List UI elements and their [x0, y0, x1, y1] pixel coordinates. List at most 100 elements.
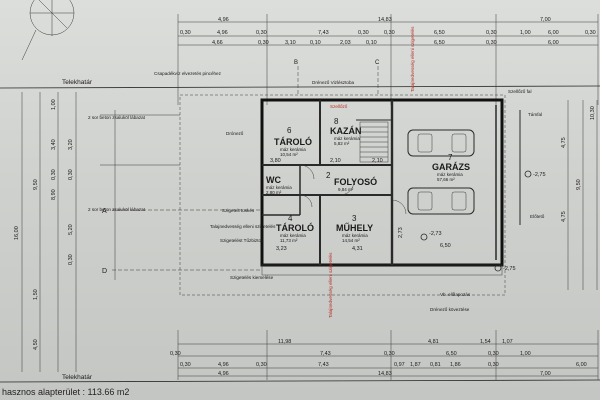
note-beton-1: 2 sor beton zsaluköl lábazat — [88, 115, 146, 120]
room-folyoso: 2 FOLYOSÓ 9,84 m² — [326, 171, 377, 192]
room-number: 6 — [287, 126, 292, 135]
dim-bot-3-1: 4,96 — [218, 362, 229, 368]
dim-left-0: 16,00 — [14, 226, 20, 240]
dim-left-7: 8,90 — [51, 189, 57, 200]
room-kazan: 8 KAZÁN máz kerámia 5,82 m² — [330, 117, 362, 146]
dim-top-1a: 4,96 — [218, 17, 229, 23]
note-szellozo: Szellőző — [330, 104, 348, 109]
left-dimensions — [21, 92, 77, 372]
dim-right-3: 10,30 — [590, 106, 596, 120]
dim-top-3-6: 6,50 — [434, 40, 445, 46]
room-name: TÁROLÓ — [276, 222, 314, 233]
room-finish: máz kerámia — [280, 147, 306, 152]
dim-right-0: 4,75 — [561, 137, 567, 148]
note-vb-ellapozas: Vb. előlapozás — [440, 292, 471, 297]
room-area: 2,80 m² — [266, 190, 282, 195]
boundary-label-top: Telekhatár — [62, 79, 93, 86]
dim-bot-2-5: 1,00 — [520, 351, 531, 357]
bottom-dimensions — [177, 330, 599, 380]
dim-bot-3-9: 6,00 — [576, 362, 587, 368]
door-swings — [299, 164, 407, 215]
dim-top-2-8: 0,30 — [486, 30, 497, 36]
room-garazs: 7 GARÁZS máz kerámia 57,66 m² — [432, 153, 470, 182]
dim-left-9: 0,30 — [68, 169, 74, 180]
foundation-strip — [261, 264, 503, 276]
level-label-1: -2,75 — [533, 172, 546, 178]
dim-bot-3-5: 1,87 — [410, 362, 421, 368]
dim-top-3-1: 0,30 — [258, 40, 269, 46]
inner-dim-2: 3,80 — [270, 158, 281, 164]
dim-bot-2-2: 0,30 — [384, 351, 395, 357]
dim-top-2-0: 0,30 — [180, 30, 191, 36]
room-number: 4 — [288, 214, 293, 223]
dim-left-6: 0,30 — [51, 169, 57, 180]
note-szerkezet-2: Talajnedvesség elleni szigetelés — [210, 224, 276, 229]
dim-top-2-2: 0,30 — [256, 30, 267, 36]
dim-left-2: 4,50 — [33, 339, 39, 350]
room-name: MŰHELY — [336, 222, 373, 233]
note-beton-2: 2 sor beton zsaluköl lábazat — [88, 207, 146, 212]
north-arrow-icon — [21, 0, 75, 61]
note-tamfal: Támfal — [528, 112, 542, 117]
inner-dim-0: 2,10 — [330, 158, 341, 164]
room-number: 8 — [334, 117, 339, 126]
room-area: 9,84 m² — [338, 187, 354, 192]
dim-bot-1-1: 4,81 — [428, 339, 439, 345]
level-marker-icon — [420, 170, 532, 272]
dim-bot-2-0: 0,30 — [170, 351, 181, 357]
dim-top-2-1: 4,96 — [217, 30, 228, 36]
dim-left-10: 5,20 — [68, 224, 74, 235]
axis-b-label: B — [294, 60, 298, 66]
dim-top-3-7: 0,30 — [486, 40, 497, 46]
dim-bot-3-7: 1,86 — [450, 362, 461, 368]
dim-bot-2-3: 6,50 — [446, 351, 457, 357]
note-kiemeles: Szigetelés kiemelése — [230, 275, 274, 280]
room-finish: máz kerámia — [342, 233, 368, 238]
room-number: 7 — [448, 153, 453, 162]
note-szellozo-right: Szellőző fal — [508, 89, 532, 94]
note-dronezo-top: Drénező Vizlésztoba — [312, 80, 354, 85]
room-finish: máz kerámia — [266, 185, 292, 190]
axis-d-label: D — [102, 268, 107, 275]
inner-dim-1: 2,10 — [372, 158, 383, 164]
room-name: WC — [266, 175, 281, 185]
room-area: 57,66 m² — [437, 177, 455, 182]
area-label: hasznos alapterület : 113.66 m2 — [2, 387, 130, 397]
inner-dim-6: 2,73 — [398, 227, 404, 238]
boundary-label-bottom: Telekhatár — [62, 374, 93, 381]
room-taroló-4: 4 TÁROLÓ máz kerámia 11,73 m² — [276, 214, 314, 243]
dim-bot-3-4: 0,97 — [394, 362, 405, 368]
dim-top-2-11: 0,30 — [585, 30, 596, 36]
stair-symbol — [359, 121, 389, 163]
room-area: 14,54 m² — [342, 238, 360, 243]
room-area: 11,73 m² — [280, 238, 298, 243]
dim-bot-3-8: 0,30 — [488, 362, 499, 368]
right-dimensions — [567, 100, 598, 290]
dim-bot-2-1: 7,43 — [320, 351, 331, 357]
top-dimensions — [177, 14, 599, 105]
boundary-line-bottom — [0, 379, 600, 383]
room-name: GARÁZS — [432, 162, 470, 172]
dim-top-2-7: 6,50 — [434, 30, 445, 36]
dim-bot-4-2: 7,00 — [540, 371, 551, 377]
room-name: KAZÁN — [330, 126, 362, 136]
dim-left-3: 1,50 — [33, 289, 39, 300]
dim-top-2-10: 6,00 — [548, 30, 559, 36]
room-taroló-6: 6 TÁROLÓ máz kerámia 10,54 m² — [274, 126, 312, 157]
dim-left-8: 3,20 — [68, 139, 74, 150]
dim-top-3-5: 0,10 — [366, 40, 377, 46]
room-name: FOLYOSÓ — [334, 176, 377, 187]
dim-top-2-3: 7,43 — [318, 30, 329, 36]
dim-bot-3-3: 7,43 — [318, 362, 329, 368]
boundary-line-top — [0, 85, 600, 89]
dim-right-2: 9,50 — [576, 179, 582, 190]
room-wc: WC máz kerámia 2,80 m² — [266, 175, 292, 195]
inner-dim-4: 4,31 — [352, 246, 363, 252]
dim-bot-4-1: 14,83 — [378, 371, 392, 377]
room-muhely: 3 MŰHELY máz kerámia 14,54 m² — [336, 214, 373, 243]
note-szerkezet-1: Szigetelt tüskés — [222, 208, 255, 213]
dim-bot-1-0: 11,98 — [278, 339, 291, 345]
note-drain-top: Csapadékvíz elvezetés pincéhez — [154, 71, 222, 76]
axis-a-label: A — [102, 208, 107, 215]
